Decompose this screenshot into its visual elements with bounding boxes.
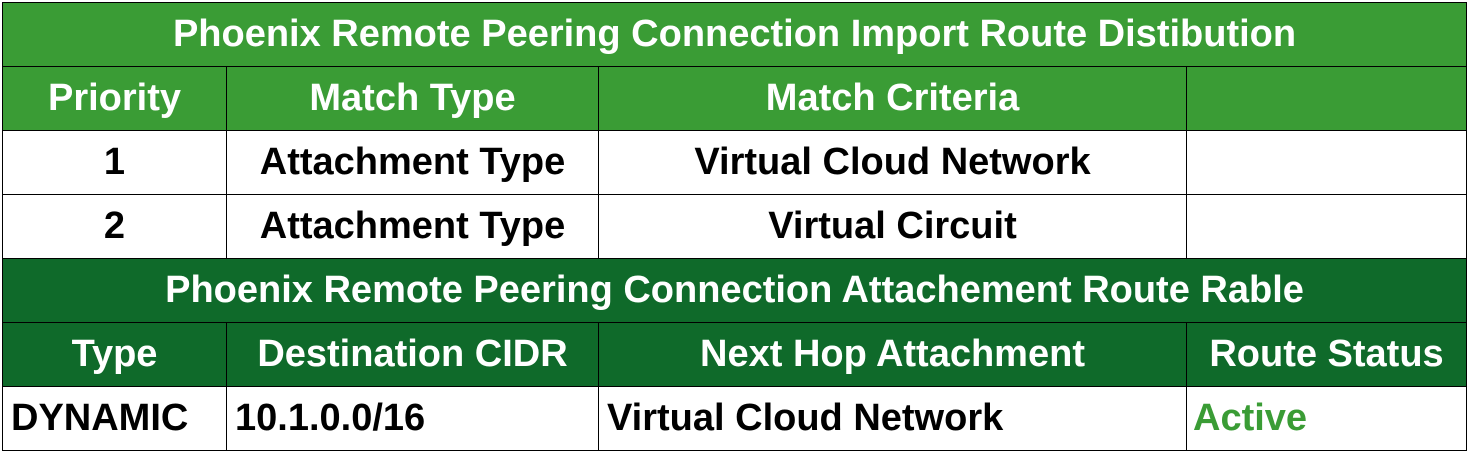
header-match-type: Match Type (226, 66, 599, 131)
route-header-row: Type Destination CIDR Next Hop Attachmen… (2, 322, 1468, 387)
header-empty (1185, 66, 1468, 131)
route-type-cell: DYNAMIC (2, 386, 227, 451)
priority-cell: 1 (2, 130, 227, 195)
match-criteria-cell: Virtual Circuit (598, 194, 1187, 259)
match-type-cell: Attachment Type (226, 130, 599, 195)
next-hop-cell: Virtual Cloud Network (598, 386, 1187, 451)
import-table-title: Phoenix Remote Peering Connection Import… (1, 2, 1468, 67)
table-row: 2 Attachment Type Virtual Circuit (2, 194, 1468, 259)
priority-cell: 2 (2, 194, 227, 259)
header-type: Type (2, 322, 227, 387)
route-status-cell: Active (1185, 386, 1468, 451)
route-table-title: Phoenix Remote Peering Connection Attach… (1, 258, 1468, 323)
header-match-criteria: Match Criteria (598, 66, 1187, 131)
match-type-cell: Attachment Type (226, 194, 599, 259)
header-destination-cidr: Destination CIDR (226, 322, 599, 387)
empty-cell (1185, 194, 1468, 259)
table-row: 1 Attachment Type Virtual Cloud Network (2, 130, 1468, 195)
match-criteria-cell: Virtual Cloud Network (598, 130, 1187, 195)
table-row: DYNAMIC 10.1.0.0/16 Virtual Cloud Networ… (2, 386, 1468, 451)
destination-cidr-cell: 10.1.0.0/16 (226, 386, 599, 451)
import-title-row: Phoenix Remote Peering Connection Import… (1, 2, 1468, 67)
empty-cell (1185, 130, 1468, 195)
header-priority: Priority (2, 66, 227, 131)
header-route-status: Route Status (1185, 322, 1468, 387)
import-header-row: Priority Match Type Match Criteria (2, 66, 1468, 131)
route-title-row: Phoenix Remote Peering Connection Attach… (1, 258, 1468, 323)
header-next-hop: Next Hop Attachment (598, 322, 1187, 387)
